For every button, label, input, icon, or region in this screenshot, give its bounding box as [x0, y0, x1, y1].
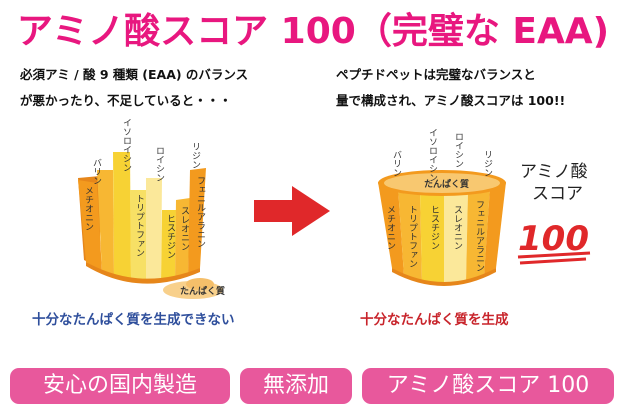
stave-r-threonine	[444, 190, 468, 284]
overflow-protein-label: たんぱく質	[180, 285, 225, 297]
label-isoleucine: イソロイシン	[121, 118, 132, 172]
right-caption: 十分なたんぱく質を生成	[360, 312, 509, 328]
left-description-line1: 必須アミ / 酸 9 種類 (EAA) のバランス	[20, 67, 249, 82]
badge-amino-score: アミノ酸スコア 100	[362, 368, 614, 404]
stave-label-tryptophan: トリプトファン	[407, 205, 417, 268]
top-label-lysine: リジン	[482, 150, 493, 177]
score-title-line1: アミノ酸	[520, 162, 588, 182]
top-label-valine: バリン	[391, 150, 402, 177]
left-description: 必須アミ / 酸 9 種類 (EAA) のバランス が悪かったり、不足していると…	[20, 62, 248, 114]
label-threonine: スレオニン	[179, 206, 190, 251]
protein-drip	[186, 278, 214, 290]
left-caption: 十分なたんぱく質を生成できない	[32, 312, 235, 328]
stave-lysine-phenylalanine	[188, 168, 206, 276]
label-tryptophan: トリプトファン	[134, 194, 144, 257]
label-leucine: ロイシン	[154, 146, 165, 182]
score-title-line2: スコア	[532, 184, 583, 204]
arrow-icon	[254, 186, 330, 236]
hundred-icon: 100	[517, 219, 591, 265]
label-histidine: ヒスチジン	[165, 214, 176, 259]
label-valine: バリン	[91, 158, 102, 185]
stave-r-methionine	[378, 182, 404, 276]
stave-label-methionine: メチオニン	[385, 205, 396, 250]
broken-bucket: たんぱく質 メチオニン バリン イソロイシン トリプトファン ロイシン ヒスチジ…	[78, 118, 225, 299]
protein-surface	[384, 173, 500, 193]
underline-1	[517, 251, 591, 259]
stave-valine	[97, 170, 114, 276]
page-title: アミノ酸スコア 100（完璧な EAA)	[16, 11, 610, 52]
bucket-r-bottom	[392, 268, 496, 286]
right-description-line1: ペプチドペットは完璧なバランスと	[336, 67, 536, 82]
stave-histidine	[161, 210, 176, 282]
stave-r-phenylalanine	[466, 187, 490, 282]
stave-methionine	[78, 180, 102, 272]
stave-threonine	[175, 198, 190, 280]
top-label-leucine: ロイシン	[453, 132, 464, 168]
label-lysine: リジン	[190, 142, 201, 169]
stave-isoleucine	[113, 152, 131, 280]
stave-r-histidine	[420, 190, 444, 284]
top-label-isoleucine: イソロイシン	[427, 128, 438, 182]
label-methionine: メチオニン	[83, 186, 94, 231]
left-description-line2: が悪かったり、不足していると・・・	[20, 93, 232, 108]
badge-additive-free: 無添加	[240, 368, 352, 404]
bucket-bottom	[86, 262, 200, 284]
full-bucket: たんぱく質 バリン イソロイシン ロイシン リジン メチオニン トリプトファン …	[378, 128, 506, 286]
stave-r-edge	[484, 182, 506, 276]
stave-leucine	[146, 178, 162, 282]
surface-protein-label: たんぱく質	[424, 178, 469, 190]
underline-2	[519, 257, 587, 265]
stave-label-threonine: スレオニン	[452, 205, 463, 250]
label-phenylalanine: フェニルアラニン	[195, 176, 206, 248]
stave-label-histidine: ヒスチジン	[429, 205, 440, 250]
right-description-line2: 量で構成され、アミノ酸スコアは 100!!	[336, 93, 566, 108]
badge-domestic-production: 安心の国内製造	[10, 368, 230, 404]
stave-r-tryptophan	[398, 187, 422, 282]
right-description: ペプチドペットは完璧なバランスと 量で構成され、アミノ酸スコアは 100!!	[336, 62, 565, 114]
stave-tryptophan	[130, 190, 146, 282]
stave-label-phenylalanine: フェニルアラニン	[474, 200, 485, 272]
